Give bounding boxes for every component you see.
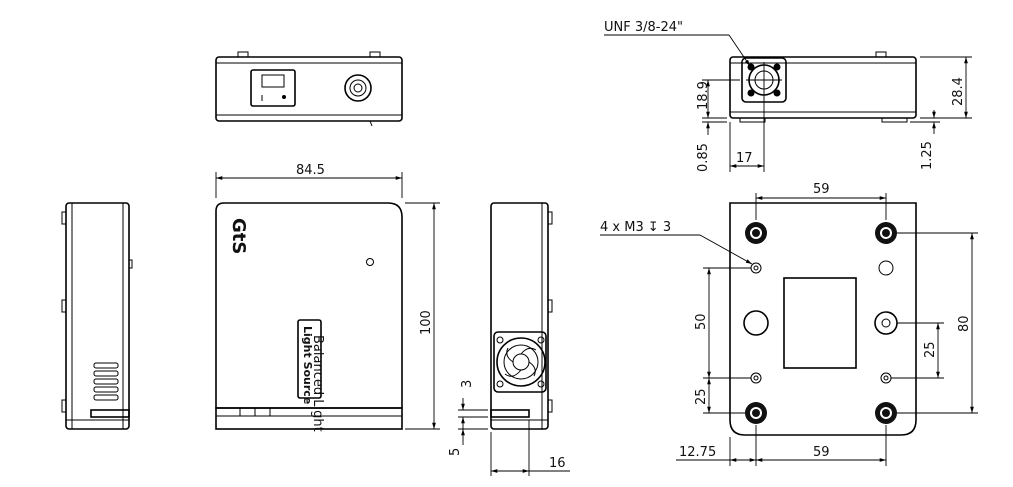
dim-25-left: 25	[694, 378, 745, 414]
brand-logo: GtS	[228, 218, 249, 254]
unf-thread-port	[741, 57, 787, 172]
front-view: GtS Light Source Balanced Light	[215, 202, 403, 432]
dim-0-85: 0.85	[696, 121, 727, 172]
svg-text:1.25: 1.25	[920, 141, 935, 170]
dim-50: 50	[694, 267, 751, 379]
svg-text:0.85: 0.85	[696, 143, 711, 172]
dim-width-84-5: 84.5	[215, 163, 403, 198]
svg-text:17: 17	[736, 151, 753, 166]
svg-text:59: 59	[813, 445, 830, 460]
dim-16: 16	[490, 420, 570, 476]
dim-28-4: 28.4	[920, 56, 972, 119]
rubber-feet	[745, 222, 897, 424]
svg-text:3: 3	[460, 380, 475, 388]
dim-5: 5	[448, 428, 488, 456]
dim-1-25: 1.25	[910, 110, 940, 170]
dim-12-75: 12.75	[676, 425, 887, 466]
end-view	[729, 51, 917, 172]
svg-text:12.75: 12.75	[679, 445, 716, 460]
svg-text:GtS: GtS	[228, 218, 249, 254]
svg-text:50: 50	[694, 313, 709, 330]
bottom-label-plate	[783, 277, 857, 369]
dim-25-right: 25	[891, 322, 944, 379]
product-label	[297, 319, 322, 399]
product-label-subtitle: Balanced Light	[310, 335, 325, 432]
svg-text:80: 80	[957, 315, 972, 332]
svg-text:28.4: 28.4	[951, 77, 966, 106]
bottom-view	[729, 202, 917, 436]
svg-text:5: 5	[448, 448, 463, 456]
dim-59-top: 59	[755, 182, 887, 220]
svg-text:4 x M3 ↧ 3: 4 x M3 ↧ 3	[600, 220, 671, 235]
m3-holes	[750, 262, 892, 384]
dim-59-bottom: 59	[756, 445, 886, 462]
cooling-fan	[493, 331, 547, 393]
product-label-title: Light Source	[301, 326, 314, 404]
svg-text:25: 25	[923, 341, 938, 358]
power-switch	[250, 69, 296, 107]
svg-text:18.9: 18.9	[696, 81, 711, 110]
right-side-view	[490, 202, 553, 430]
left-side-view	[61, 202, 133, 430]
fiber-port	[344, 74, 372, 102]
dim-18-9: 18.9	[696, 79, 740, 119]
svg-text:100: 100	[419, 310, 434, 335]
top-view	[215, 51, 403, 127]
svg-text:84.5: 84.5	[296, 163, 325, 178]
svg-text:59: 59	[813, 182, 830, 197]
dim-80: 80	[897, 232, 978, 414]
svg-text:UNF 3/8-24": UNF 3/8-24"	[604, 20, 683, 35]
dim-3: 3	[458, 380, 488, 429]
svg-text:16: 16	[549, 456, 566, 471]
dim-unf: UNF 3/8-24"	[604, 20, 751, 67]
svg-text:25: 25	[694, 388, 709, 405]
dim-height-100: 100	[405, 202, 440, 430]
dim-m3: 4 x M3 ↧ 3	[600, 220, 753, 265]
dim-17: 17	[729, 122, 764, 172]
